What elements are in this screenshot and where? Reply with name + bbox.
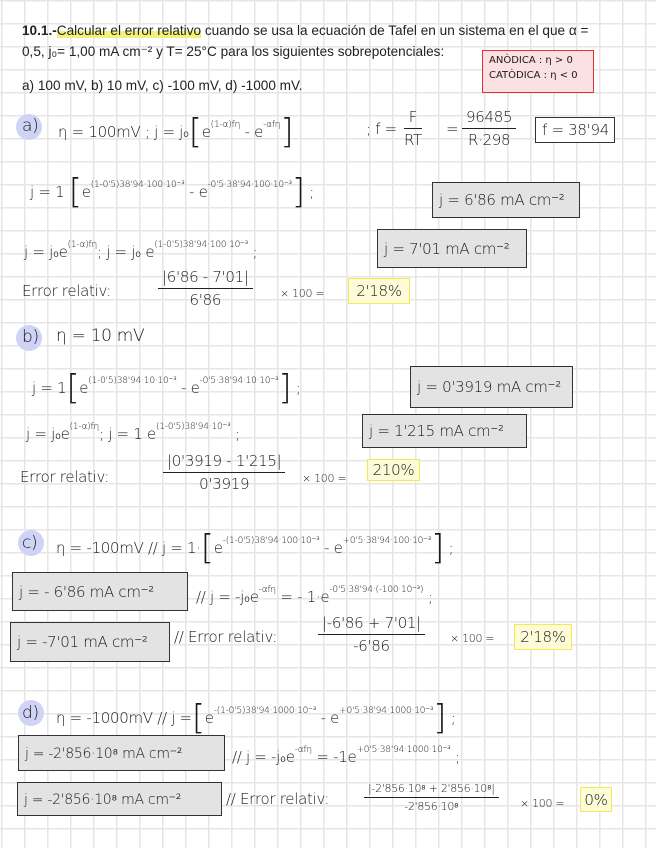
- tafel-approximation: j = j₀e(1-α)fη; j = j₀ e(1-0'5)38'94·100…: [24, 240, 258, 261]
- section-b-overpotential: η = 10 mV: [56, 326, 145, 346]
- final-result-highlight: 2'18%: [348, 278, 410, 304]
- section-a-substitution: j = 1 [e(1-0'5)38'94·100·10⁻³ - e-0'5·38…: [30, 172, 315, 212]
- result-box: j = -2'856·10⁸ mA cm⁻²: [17, 782, 222, 816]
- section-c-equation: η = -100mV // j = 1·[e-(1-0'5)38'94·100·…: [56, 528, 454, 568]
- section-b-substitution: j = 1[e(1-0'5)38'94·10·10⁻³ - e-0'5·38'9…: [32, 368, 301, 408]
- equals: =: [446, 120, 459, 138]
- error-fraction: |0'3919 - 1'215|0'3919: [163, 452, 286, 493]
- statement-text: cuando se usa la ecuación de Tafel en un…: [201, 23, 589, 38]
- label-circle: [18, 530, 44, 556]
- error-label: Error relativ:: [22, 282, 111, 300]
- times-100: × 100 =: [302, 472, 347, 485]
- tafel-approximation: j = j₀e(1-α)fη; j = 1 e(1-0'5)38'94·10⁻³…: [26, 422, 240, 443]
- section-b-label: b): [22, 327, 39, 347]
- problem-number: 10.1.-: [22, 23, 57, 38]
- result-box: j = 0'3919 mA cm⁻²: [410, 366, 573, 408]
- section-d-label: d): [22, 703, 39, 723]
- result-box: j = - 6'86 mA cm⁻²: [12, 572, 188, 611]
- result-box: j = 7'01 mA cm⁻²: [377, 229, 527, 268]
- label-circle: [18, 700, 44, 726]
- problem-statement-line1: 10.1.-Calcular el error relativo cuando …: [22, 23, 588, 38]
- times-100: × 100 =: [280, 287, 325, 300]
- section-c-label: c): [22, 533, 38, 553]
- final-result-highlight: 0%: [580, 787, 612, 812]
- section-a-label: a): [22, 116, 39, 136]
- section-d-equation: η = -1000mV // j =[e-(1-0'5)38'94·1000·1…: [56, 698, 456, 738]
- label-circle: [16, 114, 42, 140]
- error-fraction: |-2'856·10⁸ + 2'856·10⁸|-2'856·10⁸: [364, 782, 499, 813]
- times-100: × 100 =: [520, 797, 565, 810]
- error-fraction: |-6'86 + 7'01|-6'86: [318, 614, 425, 655]
- problem-statement-line3: a) 100 mV, b) 10 mV, c) -100 mV, d) -100…: [22, 78, 303, 93]
- f-result-box: f = 38'94: [535, 117, 615, 143]
- label-circle: [16, 325, 42, 351]
- times-100: × 100 =: [450, 632, 495, 645]
- error-label: // Error relativ:: [174, 628, 277, 646]
- tafel-approximation: // j = -j₀e-αfη = - 1·e-0'5·38'94·(-100·…: [196, 585, 433, 606]
- result-box: j = -2'856·10⁸ mA cm⁻²: [18, 735, 225, 771]
- cathodic-note: CATÒDICA : η < 0: [489, 70, 578, 81]
- f-definition: ; f =: [366, 120, 397, 138]
- result-box: j = -7'01 mA cm⁻²: [10, 622, 170, 662]
- section-a-equation: η = 100mV ; j = j₀[e(1-α)fη - e-αfη]: [58, 112, 294, 152]
- sign-convention-note: ANÒDICA : η > 0 CATÒDICA : η < 0: [482, 50, 594, 93]
- tafel-approximation: // j = -j₀e-αfη = -1e+0'5·38'94·1000·10⁻…: [232, 745, 460, 766]
- problem-statement-line2: 0,5, j₀= 1,00 mA cm⁻² y T= 25°C para los…: [22, 44, 445, 59]
- error-label: // Error relativ:: [226, 790, 329, 808]
- result-box: j = 1'215 mA cm⁻²: [362, 414, 527, 448]
- highlighted-phrase: Calcular el error relativo: [56, 23, 202, 38]
- error-label: Error relativ:: [20, 468, 109, 486]
- error-fraction: |6'86 - 7'01|6'86: [158, 268, 253, 309]
- anodic-note: ANÒDICA : η > 0: [489, 55, 573, 66]
- final-result-highlight: 2'18%: [514, 624, 572, 650]
- result-box: j = 6'86 mA cm⁻²: [432, 182, 580, 218]
- final-result-highlight: 210%: [367, 459, 420, 481]
